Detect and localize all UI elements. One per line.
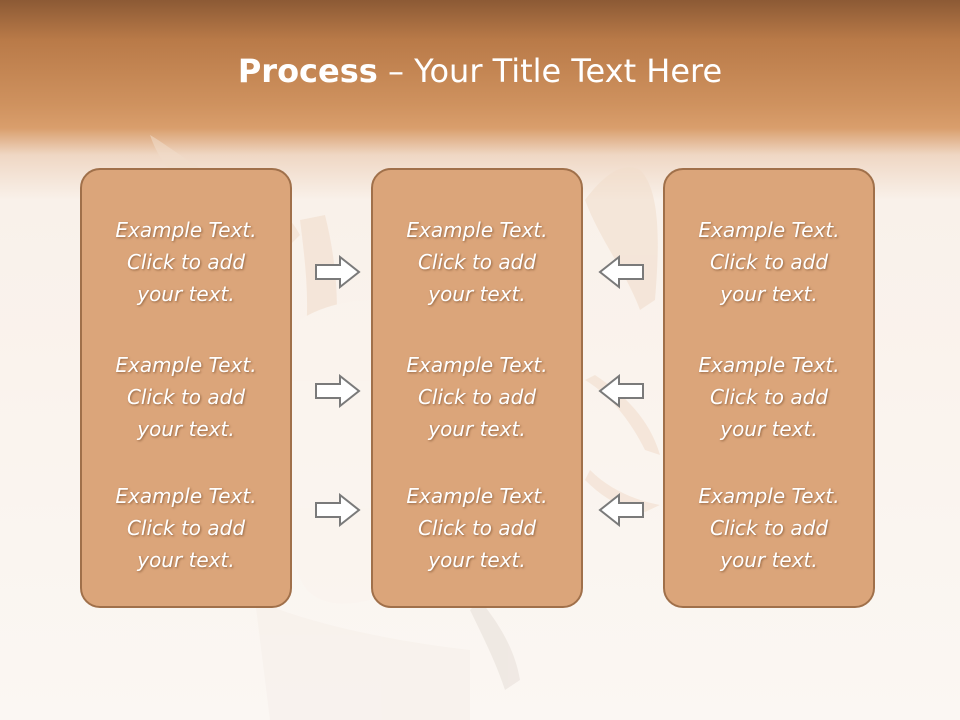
- text-line: Click to add: [417, 250, 537, 274]
- text-line: Click to add: [709, 385, 829, 409]
- text-placeholder[interactable]: Example Text. Click to add your text.: [373, 480, 581, 576]
- text-line: Click to add: [126, 516, 246, 540]
- text-line: Click to add: [709, 516, 829, 540]
- text-line: Example Text.: [115, 353, 257, 377]
- text-line: your text.: [720, 548, 818, 572]
- text-line: your text.: [137, 282, 235, 306]
- text-placeholder[interactable]: Example Text. Click to add your text.: [82, 349, 290, 445]
- text-placeholder[interactable]: Example Text. Click to add your text.: [665, 480, 873, 576]
- text-line: your text.: [720, 282, 818, 306]
- text-line: Example Text.: [406, 218, 548, 242]
- text-placeholder[interactable]: Example Text. Click to add your text.: [82, 480, 290, 576]
- left-arrow-icon: [598, 374, 644, 408]
- left-arrow-icon: [598, 255, 644, 289]
- text-line: Click to add: [126, 385, 246, 409]
- text-line: your text.: [428, 417, 526, 441]
- right-arrow-icon: [315, 374, 361, 408]
- process-box-left[interactable]: Example Text. Click to add your text. Ex…: [80, 168, 292, 608]
- text-placeholder[interactable]: Example Text. Click to add your text.: [82, 214, 290, 310]
- left-arrow-icon: [598, 493, 644, 527]
- text-line: Click to add: [417, 516, 537, 540]
- text-line: Example Text.: [698, 353, 840, 377]
- text-placeholder[interactable]: Example Text. Click to add your text.: [373, 349, 581, 445]
- right-arrow-icon: [315, 493, 361, 527]
- text-placeholder[interactable]: Example Text. Click to add your text.: [665, 214, 873, 310]
- slide-title[interactable]: Process – Your Title Text Here: [0, 52, 960, 90]
- text-line: Example Text.: [115, 218, 257, 242]
- text-line: Example Text.: [406, 353, 548, 377]
- title-dash: –: [377, 52, 415, 90]
- text-line: your text.: [137, 417, 235, 441]
- text-line: Click to add: [709, 250, 829, 274]
- text-line: your text.: [720, 417, 818, 441]
- text-line: your text.: [428, 282, 526, 306]
- text-line: Example Text.: [115, 484, 257, 508]
- text-placeholder[interactable]: Example Text. Click to add your text.: [665, 349, 873, 445]
- text-line: Example Text.: [698, 484, 840, 508]
- title-subtitle-text: Your Title Text Here: [414, 52, 723, 90]
- right-arrow-icon: [315, 255, 361, 289]
- text-line: Example Text.: [698, 218, 840, 242]
- process-box-middle[interactable]: Example Text. Click to add your text. Ex…: [371, 168, 583, 608]
- text-placeholder[interactable]: Example Text. Click to add your text.: [373, 214, 581, 310]
- process-box-right[interactable]: Example Text. Click to add your text. Ex…: [663, 168, 875, 608]
- text-line: Example Text.: [406, 484, 548, 508]
- text-line: Click to add: [417, 385, 537, 409]
- text-line: your text.: [137, 548, 235, 572]
- text-line: Click to add: [126, 250, 246, 274]
- title-bold-word: Process: [237, 52, 378, 90]
- text-line: your text.: [428, 548, 526, 572]
